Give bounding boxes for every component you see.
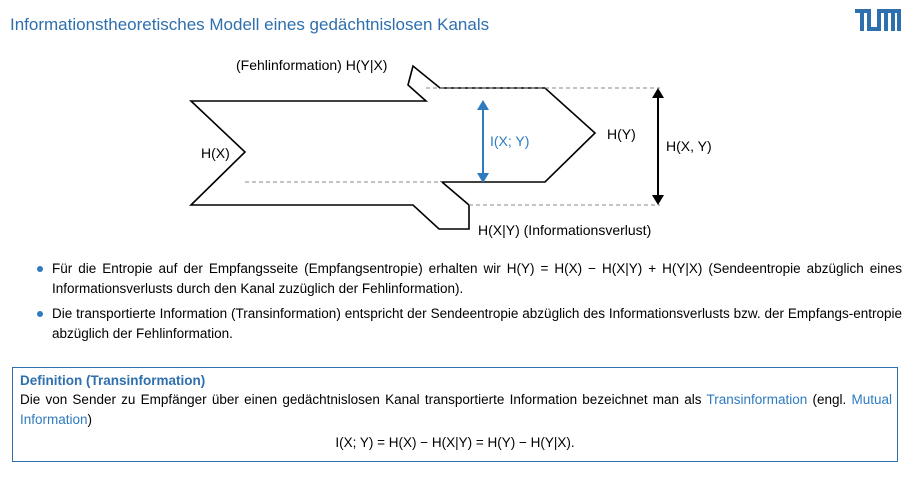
definition-box: Definition (Transinformation) Die von Se… xyxy=(12,367,898,462)
definition-text-middle: (engl. xyxy=(807,392,852,407)
link-transinformation[interactable]: Transinformation xyxy=(706,392,808,407)
definition-text-after: ) xyxy=(87,411,93,427)
definition-formula: I(X; Y) = H(X) − H(X|Y) = H(Y) − H(Y|X). xyxy=(335,435,575,450)
label-hxy: H(X, Y) xyxy=(666,138,712,154)
definition-text: Die von Sender zu Empfänger über einen g… xyxy=(20,390,892,429)
bullet-text: Die transportierte Information (Transinf… xyxy=(52,306,902,341)
label-informationsverlust: H(X|Y) (Informationsverlust) xyxy=(478,222,652,238)
channel-shape xyxy=(188,64,597,230)
label-hy: H(Y) xyxy=(607,126,636,142)
definition-title: Definition (Transinformation) xyxy=(20,373,206,388)
bullet-list: Für die Entropie auf der Empfangsseite (… xyxy=(22,259,902,349)
tum-logo xyxy=(855,9,901,31)
transinformation-arrow xyxy=(477,100,489,183)
label-hx: H(X) xyxy=(201,145,230,161)
definition-text-before: Die von Sender zu Empfänger über einen g… xyxy=(20,392,707,407)
bullet-text: Für die Entropie auf der Empfangsseite (… xyxy=(52,261,902,296)
channel-diagram xyxy=(188,64,664,230)
list-item: Für die Entropie auf der Empfangsseite (… xyxy=(22,259,902,298)
joint-entropy-arrow xyxy=(652,88,664,205)
page-title: Informationstheoretisches Modell eines g… xyxy=(10,15,490,34)
list-item: Die transportierte Information (Transinf… xyxy=(22,304,902,343)
bullet-icon xyxy=(37,266,43,272)
label-ixy: I(X; Y) xyxy=(490,133,530,149)
label-fehlinformation: (Fehlinformation) H(Y|X) xyxy=(236,57,388,73)
bullet-icon xyxy=(37,311,43,317)
link-mutual-information[interactable]: Mutual Information xyxy=(20,392,892,427)
